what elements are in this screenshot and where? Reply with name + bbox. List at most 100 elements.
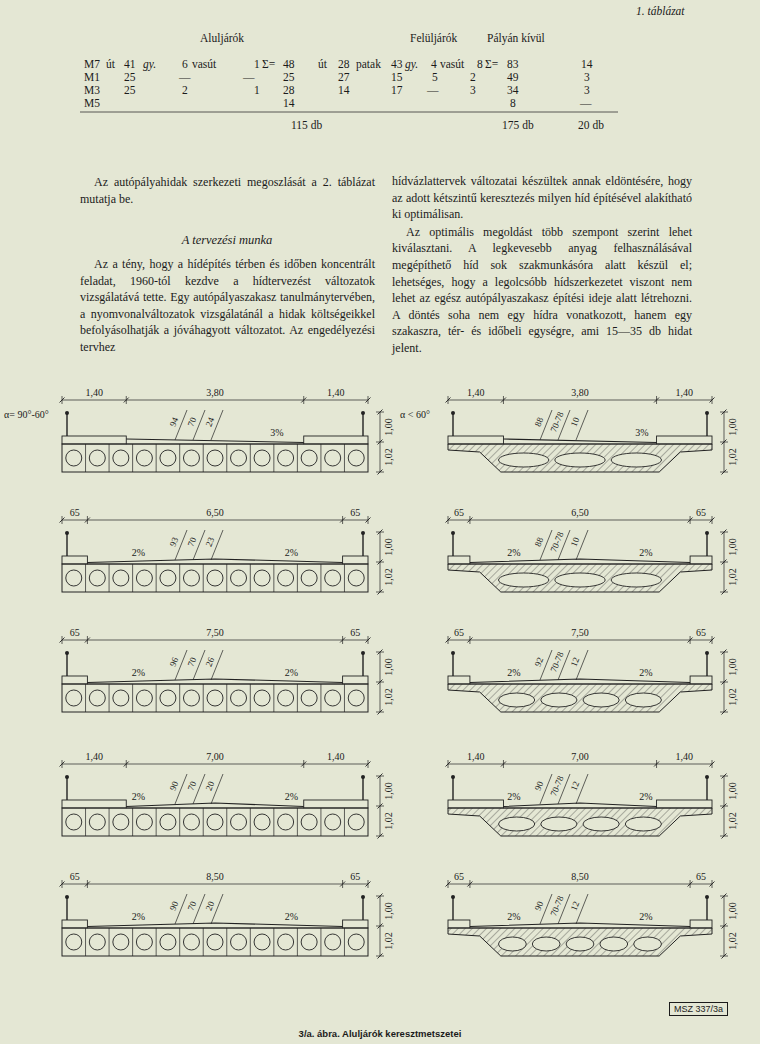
thickness-value: 20 xyxy=(203,900,216,912)
hollow-core xyxy=(113,690,129,706)
beam-joint xyxy=(179,564,180,592)
dimension-line xyxy=(62,400,368,401)
beam-joint xyxy=(297,564,298,592)
slope-text: 3% xyxy=(270,427,283,438)
beam-joint xyxy=(85,444,86,472)
box-cell xyxy=(611,453,661,467)
hollow-core xyxy=(278,814,294,830)
hollow-core xyxy=(207,570,223,586)
dimension-tick xyxy=(467,882,472,887)
sidewalk-block xyxy=(690,920,712,928)
column-header: Pályán kívül xyxy=(487,32,545,45)
hollow-core xyxy=(348,814,364,830)
dimension-tick xyxy=(654,398,659,403)
hollow-core xyxy=(278,570,294,586)
railing-top xyxy=(65,775,69,779)
hollow-core xyxy=(113,934,129,950)
table-cell: 2 xyxy=(182,84,188,97)
box-girder-deck xyxy=(448,928,712,956)
slope-text: 2% xyxy=(285,547,298,558)
dimension-text: 1,02 xyxy=(383,932,394,950)
dimension-tick xyxy=(378,954,383,959)
hollow-core xyxy=(89,814,105,830)
table-cell: — xyxy=(179,71,191,84)
slope-text: 2% xyxy=(285,911,298,922)
beam-joint xyxy=(203,684,204,712)
railing-post xyxy=(66,778,67,800)
beam-joint xyxy=(226,564,227,592)
dimension-tick xyxy=(124,398,129,403)
railing-top xyxy=(65,531,69,535)
dimension-text: 1,00 xyxy=(727,902,738,920)
dimension-tick xyxy=(378,894,383,899)
hollow-core xyxy=(136,690,152,706)
table-cell: 3 xyxy=(584,71,590,84)
sidewalk-block xyxy=(448,436,503,444)
railing-top xyxy=(705,895,709,899)
table-cell: 14 xyxy=(338,84,350,97)
column-header: Felüljárók xyxy=(410,32,457,45)
dimension-text: 1,00 xyxy=(383,902,394,920)
table-cell: Σ= xyxy=(262,58,275,71)
dimension-tick xyxy=(688,638,693,643)
dimension-tick xyxy=(722,560,727,565)
dimension-text: 65 xyxy=(350,871,360,882)
dimension-text: 65 xyxy=(696,871,706,882)
slope-text: 2% xyxy=(507,547,520,558)
dimension-tick xyxy=(446,398,451,403)
dimension-text: 65 xyxy=(454,507,464,518)
dimension-tick xyxy=(60,882,65,887)
dimension-tick xyxy=(722,650,727,655)
dimension-tick xyxy=(378,924,383,929)
hollow-core xyxy=(254,450,270,466)
dimension-tick xyxy=(378,410,383,415)
railing-top xyxy=(361,531,365,535)
beam-joint xyxy=(344,928,345,956)
hollow-core xyxy=(66,450,82,466)
dimension-tick xyxy=(467,638,472,643)
road-surface xyxy=(126,439,303,443)
dimension-line xyxy=(448,764,712,765)
dimension-tick xyxy=(446,762,451,767)
dimension-text: 8,50 xyxy=(206,871,224,882)
beam-joint xyxy=(226,684,227,712)
box-girder-deck xyxy=(448,444,712,472)
dimension-tick xyxy=(722,590,727,595)
dimension-line xyxy=(448,400,712,401)
box-cell xyxy=(541,693,577,707)
thickness-value: 12 xyxy=(568,780,581,792)
table-cell: 15 xyxy=(391,71,403,84)
beam-joint xyxy=(203,564,204,592)
dimension-text: 1,02 xyxy=(727,688,738,706)
sidewalk-block xyxy=(343,556,368,564)
railing-top xyxy=(65,895,69,899)
beam-joint xyxy=(250,444,251,472)
table-cell: 14 xyxy=(581,58,593,71)
dimension-text: 1,02 xyxy=(727,812,738,830)
dimension-text: 1,40 xyxy=(327,751,345,762)
hollow-core xyxy=(301,570,317,586)
hollow-core xyxy=(231,570,247,586)
sidewalk-block xyxy=(62,676,87,684)
dimension-line xyxy=(62,640,368,641)
hollow-core xyxy=(66,570,82,586)
railing-top xyxy=(451,411,455,415)
beam-joint xyxy=(273,808,274,836)
beam-joint xyxy=(156,684,157,712)
hollow-core xyxy=(325,450,341,466)
thickness-value: 90 xyxy=(532,900,545,912)
sidewalk-block xyxy=(62,436,126,444)
slope-text: 2% xyxy=(507,911,520,922)
hollow-core xyxy=(66,690,82,706)
thickness-value: 94 xyxy=(167,416,180,428)
hollow-beam-deck xyxy=(62,564,368,592)
dimension-line xyxy=(448,520,712,521)
hollow-core xyxy=(136,814,152,830)
beam-joint xyxy=(109,564,110,592)
table-cell: patak xyxy=(356,58,381,71)
table-cell: M7 xyxy=(84,58,100,71)
dimension-tick xyxy=(722,680,727,685)
beam-joint xyxy=(203,808,204,836)
dimension-tick xyxy=(60,398,65,403)
